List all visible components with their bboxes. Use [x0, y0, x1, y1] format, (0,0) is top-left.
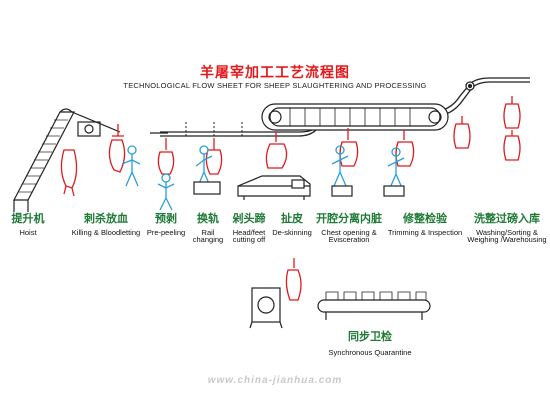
step-cn-label: 预剥	[155, 212, 177, 225]
cutting-machine	[237, 175, 311, 200]
step-en-label: Head/feet cutting off	[232, 227, 266, 245]
carcass-warehouse-1	[503, 96, 521, 129]
step-en-label: Washing/Sorting & Weighing /Warehousing	[467, 227, 547, 245]
title-english: TECHNOLOGICAL FLOW SHEET FOR SHEEP SLAUG…	[123, 81, 427, 90]
worker-deskin	[331, 145, 349, 187]
step-cn-label: 开腔分离内脏	[316, 212, 382, 225]
step-hoist: 提升机 Hoist	[2, 213, 54, 236]
carcass-evisceration	[395, 130, 415, 167]
worker-rail-change	[195, 145, 213, 187]
quarantine-en-label: Synchronous Quarantine	[328, 348, 412, 357]
quarantine-conveyor	[249, 287, 431, 329]
watermark: www.china-jianhua.com	[207, 375, 343, 386]
quarantine-cn-label: 同步卫检	[348, 330, 392, 343]
worker-prepeel	[157, 173, 175, 211]
step-en-label: Trimming & Inspection	[387, 227, 463, 237]
carcass-trimming-1	[453, 116, 471, 149]
workers	[121, 145, 405, 211]
carcass-rail-change	[205, 138, 223, 175]
step-cn-label: 洗整过磅入库	[474, 212, 540, 225]
step-prepeel: 预剥 Pre-peeling	[144, 213, 188, 236]
step-en-label: Killing & Bloodletting	[71, 227, 141, 237]
step-cn-label: 修整检验	[403, 212, 447, 225]
carcass-head-feet	[265, 132, 288, 169]
step-head-feet: 剁头蹄 Head/feet cutting off	[226, 213, 272, 244]
worker-killing	[121, 145, 141, 187]
step-deskin: 扯皮 De-skinning	[268, 213, 316, 236]
carcass-prepeel	[157, 138, 175, 175]
step-en-label: Rail changing	[192, 227, 224, 245]
step-evisceration: 开腔分离内脏 Chest opening & Evisceration	[314, 213, 384, 244]
carcass-hoist	[60, 149, 78, 197]
carcass-killing	[108, 124, 126, 173]
step-cn-label: 扯皮	[281, 212, 303, 225]
worker-platforms	[193, 181, 405, 197]
step-rail-change: 换轨 Rail changing	[186, 213, 230, 244]
step-warehousing: 洗整过磅入库 Washing/Sorting & Weighing /Wareh…	[466, 213, 548, 244]
step-quarantine: 同步卫检 Synchronous Quarantine	[300, 328, 440, 357]
chain-conveyor	[261, 103, 449, 131]
step-en-label: Hoist	[19, 227, 37, 237]
step-en-label: Pre-peeling	[146, 227, 186, 237]
carcass-warehouse-2	[503, 130, 521, 161]
step-cn-label: 提升机	[11, 212, 45, 225]
step-cn-label: 刺杀放血	[84, 212, 128, 225]
step-trimming: 修整检验 Trimming & Inspection	[382, 213, 468, 236]
step-cn-label: 换轨	[197, 212, 219, 225]
step-killing: 刺杀放血 Killing & Bloodletting	[60, 213, 152, 236]
step-cn-label: 剁头蹄	[232, 212, 266, 225]
worker-evisceration	[387, 147, 405, 189]
step-en-label: Chest opening & Evisceration	[321, 227, 377, 245]
carcass-deskin	[339, 128, 359, 167]
carcass-quarantine	[285, 258, 302, 301]
hoist-machine	[13, 108, 121, 212]
title-chinese: 羊屠宰加工工艺流程图	[200, 65, 350, 81]
sheep-carcasses	[60, 96, 521, 301]
step-en-label: De-skinning	[272, 227, 312, 237]
